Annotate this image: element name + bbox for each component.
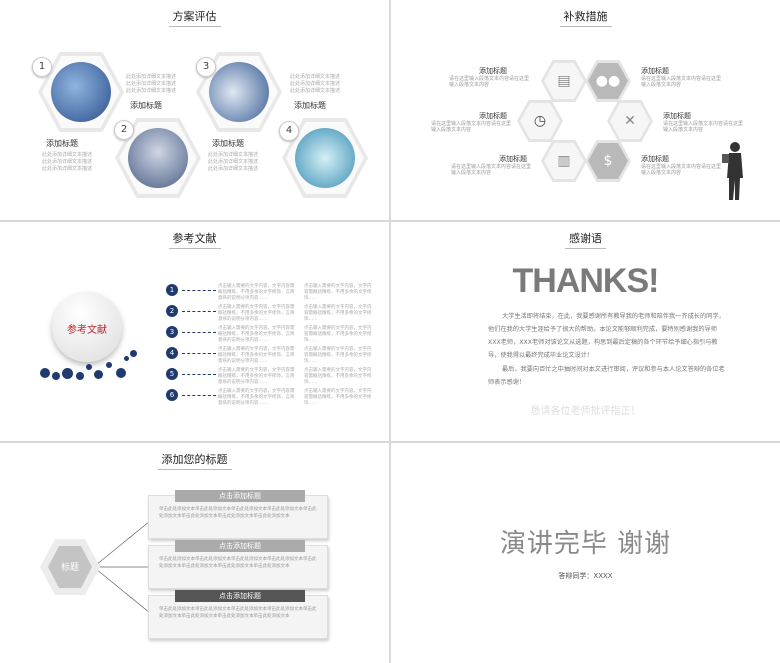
item-title: 添加标题 [130, 101, 162, 110]
building-photo [209, 62, 269, 122]
request-text: 恳请各位老师批评指正！ [530, 406, 641, 417]
step-number: 3 [196, 57, 216, 77]
content-box: 点击添加标题单击此处添加文本单击此处添加文本单击此处添加文本单击此处添加文本单击… [148, 590, 328, 639]
photo-hex-2 [115, 118, 201, 198]
content-box: 点击添加标题单击此处添加文本单击此处添加文本单击此处添加文本单击此处添加文本单击… [148, 490, 328, 539]
item-title: 添加标题 [46, 139, 78, 148]
step-number: 1 [32, 57, 52, 77]
item-title: 添加标题 [499, 155, 527, 163]
defender-name: 答辩同学：XXXX [558, 572, 613, 580]
item-title: 添加标题 [479, 112, 507, 120]
hex-people-icon: ●● [585, 60, 631, 102]
hex-report-icon: ▤ [541, 60, 587, 102]
thanks-heading: THANKS! [512, 262, 660, 300]
thanks-paragraph: 最后，我要向百忙之中抽时间对本文进行审阅，评议和参与本人论文答辩的各位老师表示感… [488, 366, 725, 386]
tower-photo [295, 128, 355, 188]
reference-circle [52, 292, 122, 362]
slide-title: 添加您的标题 [157, 451, 232, 470]
hex-clock-icon: ◷ [517, 100, 563, 142]
hex-money-icon: $ [585, 140, 631, 182]
slide-title: 补救措施 [559, 8, 612, 27]
closing-heading: 演讲完毕 谢谢 [499, 529, 672, 559]
thanks-paragraph: 大学生活即将结束，在此，我要感谢所有教导我的老师和陪伴我一齐成长的同学，他们在我… [488, 313, 725, 359]
step-number: 2 [114, 120, 134, 140]
slide-title: 参考文献 [168, 230, 221, 249]
item-title: 添加标题 [641, 155, 669, 163]
interior-photo [128, 128, 188, 188]
slide-evaluation[interactable]: 方案评估 1 2 3 4 此处添加详细文本描述此处添加详细文本描述此处添加详细文… [0, 0, 389, 220]
slide-remedy[interactable]: 补救措施 ▤ ●● ◷ ✕ ▥ $ 添加标题 请在这里输入段落文本内容请在这里输… [391, 0, 780, 220]
circle-label: 参考文献 [67, 325, 107, 336]
slide-add-title[interactable]: 添加您的标题 标题 点击添加标题单击此处添加文本单击此处添加文本单击此处添加文本… [0, 443, 389, 663]
hex-tools-icon: ✕ [607, 100, 653, 142]
item-title: 添加标题 [212, 139, 244, 148]
slide-thanks[interactable]: 感谢语 THANKS! 大学生活即将结束，在此，我要感谢所有教导我的老师和陪伴我… [391, 222, 780, 441]
hex-label: 标题 [60, 563, 79, 573]
businessman-silhouette-icon [722, 142, 743, 200]
slide-end[interactable]: 演讲完毕 谢谢 答辩同学：XXXX [391, 443, 780, 663]
item-title: 添加标题 [479, 67, 507, 75]
step-number: 4 [279, 121, 299, 141]
item-title: 添加标题 [294, 101, 326, 110]
photo-hex-1 [38, 52, 124, 132]
content-box: 点击添加标题单击此处添加文本单击此处添加文本单击此处添加文本单击此处添加文本单击… [148, 540, 328, 589]
item-title: 添加标题 [641, 67, 669, 75]
building-photo [51, 62, 111, 122]
connector-lines [95, 520, 151, 614]
slide-title: 方案评估 [168, 8, 221, 27]
slide-title: 感谢语 [565, 230, 606, 249]
hex-chart-icon: ▥ [541, 140, 587, 182]
item-title: 添加标题 [663, 112, 691, 120]
